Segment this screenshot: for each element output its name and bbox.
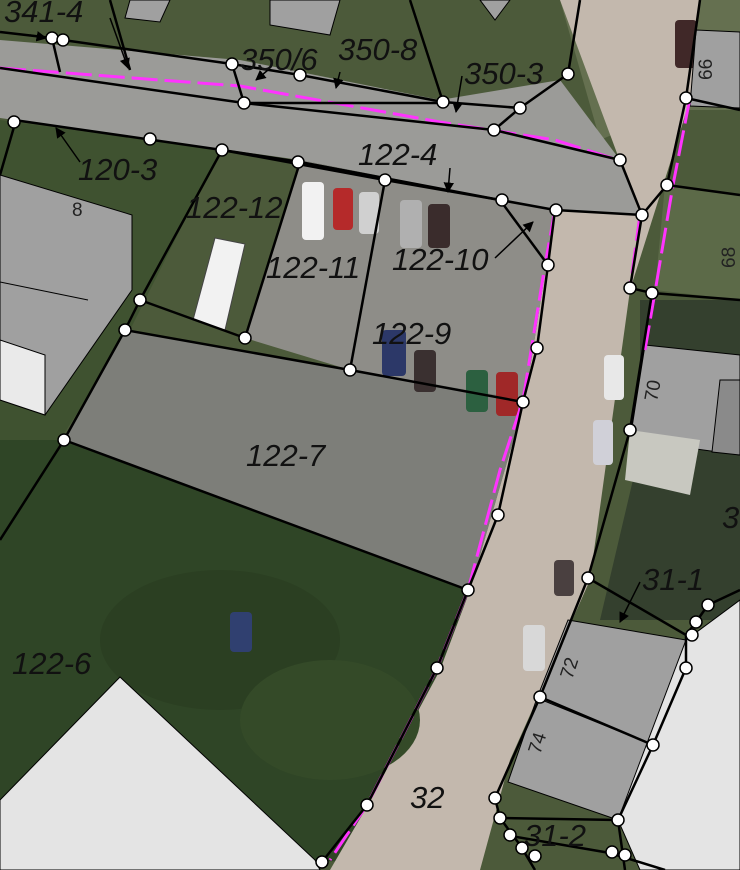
parcel-label-122-6: 122-6 bbox=[12, 646, 92, 681]
parcel-label-122-11: 122-11 bbox=[266, 250, 360, 285]
parking-lot-lower bbox=[64, 330, 525, 590]
house-number-68: 68 bbox=[719, 247, 740, 268]
buildings bbox=[0, 0, 740, 821]
parcel-label-350-8: 350-8 bbox=[338, 32, 418, 67]
parcel-label-3: 3 bbox=[722, 500, 739, 535]
parcel-label-32: 32 bbox=[410, 780, 444, 815]
parcel-label-350-6: 350/6 bbox=[240, 42, 318, 77]
parcel-label-122-12: 122-12 bbox=[186, 190, 283, 225]
label-pointer-arrows bbox=[29, 17, 641, 623]
parked-cars bbox=[230, 20, 697, 671]
tree-cluster bbox=[240, 660, 420, 780]
parcel-label-31-1: 31-1 bbox=[642, 562, 704, 597]
land-area-se bbox=[617, 599, 740, 870]
parcel-label-341-4: 341-4 bbox=[4, 0, 83, 29]
parcel-label-122-10: 122-10 bbox=[392, 242, 489, 277]
house-number-8: 8 bbox=[72, 200, 83, 221]
house-number-70: 70 bbox=[641, 378, 665, 402]
parcel-label-122-7: 122-7 bbox=[246, 438, 327, 473]
parcel-label-122-9: 122-9 bbox=[372, 316, 451, 351]
street-upper bbox=[0, 40, 640, 215]
vertex-nodes bbox=[7, 31, 715, 869]
parcel-labels: 341-4 350/6 350-8 350-3 120-3 122-4 122-… bbox=[4, 0, 739, 853]
house-number-66: 66 bbox=[696, 59, 717, 80]
parcel-label-120-3: 120-3 bbox=[78, 152, 157, 187]
parcel-label-122-4: 122-4 bbox=[358, 137, 437, 172]
garden-ne bbox=[655, 185, 740, 300]
parcel-label-350-3: 350-3 bbox=[464, 56, 543, 91]
parcel-label-31-2: 31-2 bbox=[524, 818, 586, 853]
